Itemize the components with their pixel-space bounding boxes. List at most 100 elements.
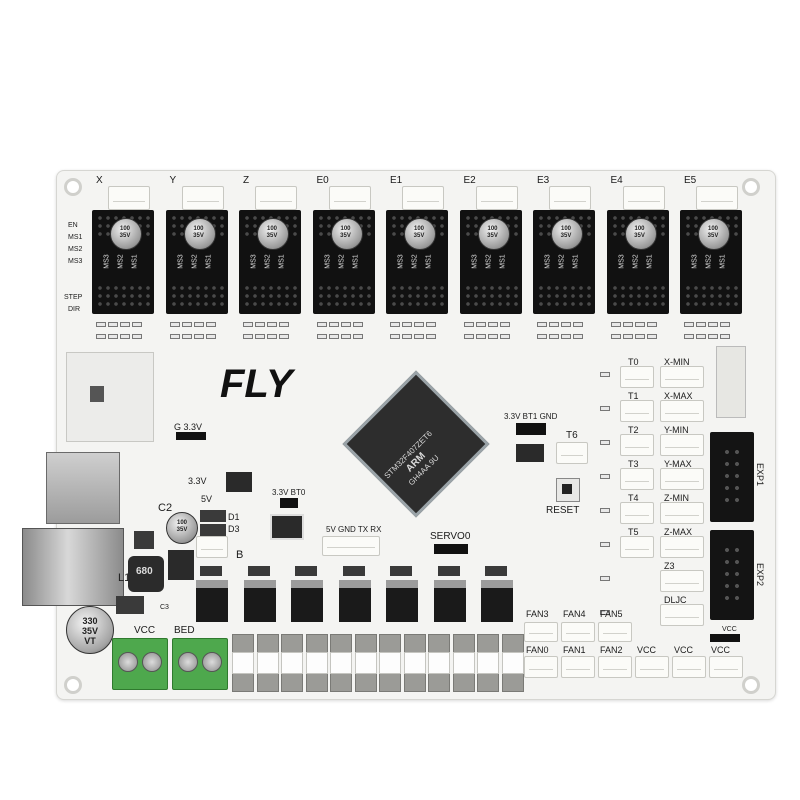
- limit-connector-1[interactable]: [660, 400, 704, 422]
- fan-bottom-label-2: FAN2: [600, 645, 623, 655]
- limit-connector-7[interactable]: [660, 604, 704, 626]
- screw-icon[interactable]: [118, 652, 138, 672]
- exp2-header[interactable]: [710, 530, 754, 620]
- terminal-clamp-5[interactable]: [354, 652, 377, 674]
- motor-connector-2[interactable]: [255, 186, 297, 210]
- endstop-connector-2[interactable]: [620, 434, 654, 456]
- mosfet-3: [338, 580, 371, 622]
- limit-connector-0[interactable]: [660, 366, 704, 388]
- terminal-clamp-3[interactable]: [305, 652, 328, 674]
- motor-connector-1[interactable]: [181, 186, 224, 210]
- fan-bottom-connector-2[interactable]: [598, 656, 632, 678]
- resistor: [600, 576, 610, 581]
- exp1-header[interactable]: [710, 432, 754, 522]
- small-inductor: [134, 531, 154, 549]
- fan-bottom-connector-1[interactable]: [561, 656, 595, 678]
- motor-connector-7[interactable]: [622, 186, 665, 210]
- driver-pin-label: MS1: [205, 254, 213, 269]
- fan-top-connector-1[interactable]: [561, 622, 595, 642]
- resistor: [390, 334, 400, 339]
- driver-capacitor-5: [477, 218, 510, 250]
- motor-connector-3[interactable]: [328, 186, 371, 210]
- driver-pin-label: MS1: [719, 254, 727, 269]
- endstop-connector-1[interactable]: [620, 400, 654, 422]
- terminal-clamp-9[interactable]: [452, 652, 475, 674]
- vcc-label: VCC: [134, 625, 156, 636]
- terminal-clamp-11[interactable]: [501, 652, 524, 674]
- g-3v3-header[interactable]: [176, 432, 206, 440]
- resistor: [414, 322, 424, 327]
- terminal-clamp-6[interactable]: [379, 652, 401, 674]
- limit-connector-3[interactable]: [660, 468, 704, 490]
- resistor: [340, 334, 351, 339]
- driver-capacitor-3: [330, 218, 363, 250]
- limit-label-3: Y-MAX: [664, 459, 692, 469]
- mounting-hole: [742, 178, 760, 196]
- terminal-clamp-1[interactable]: [256, 652, 279, 674]
- limit-connector-6[interactable]: [660, 570, 704, 592]
- resistor: [169, 322, 180, 327]
- resistor: [499, 334, 510, 339]
- screw-icon[interactable]: [142, 652, 162, 672]
- usb-port[interactable]: [22, 528, 124, 606]
- endstop-connector-4[interactable]: [620, 502, 654, 524]
- driver-pin-label: MS2: [191, 254, 199, 269]
- limit-connector-4[interactable]: [660, 502, 704, 524]
- fan-bottom-connector-0[interactable]: [524, 656, 558, 678]
- power-select-header[interactable]: [196, 536, 228, 558]
- fan-top-connector-0[interactable]: [524, 622, 558, 642]
- motor-connector-4[interactable]: [402, 186, 444, 210]
- resistor: [255, 322, 265, 327]
- resistor: [243, 334, 253, 339]
- driver-capacitor-0: [110, 218, 142, 250]
- ffc-connector[interactable]: [716, 346, 746, 418]
- fan-bottom-label-3: VCC: [637, 645, 657, 655]
- limit-connector-2[interactable]: [660, 434, 704, 456]
- bt1-jumper[interactable]: [516, 423, 546, 435]
- resistor: [622, 334, 633, 339]
- motor-connector-6[interactable]: [549, 186, 591, 210]
- fan-bottom-label-1: FAN1: [563, 645, 586, 655]
- fan-top-connector-2[interactable]: [598, 622, 632, 642]
- screw-icon[interactable]: [202, 652, 222, 672]
- motor-connector-5[interactable]: [475, 186, 518, 210]
- serial-connector[interactable]: [322, 536, 380, 556]
- driver-pin-label: MS1: [646, 254, 654, 269]
- endstop-connector-5[interactable]: [620, 536, 654, 558]
- endstop-label-3: T3: [628, 459, 639, 469]
- driver-pin-label: MS3: [177, 254, 185, 269]
- crystal: [270, 514, 304, 540]
- terminal-clamp-8[interactable]: [428, 652, 450, 674]
- screw-icon[interactable]: [178, 652, 198, 672]
- resistor: [475, 334, 486, 339]
- bt0-jumper[interactable]: [280, 498, 298, 508]
- driver-capacitor-1: [183, 218, 216, 250]
- fan-bottom-connector-5[interactable]: [709, 656, 743, 678]
- resistor: [684, 334, 694, 339]
- motor-connector-8[interactable]: [696, 186, 738, 210]
- driver-pin-label: MS2: [705, 254, 713, 269]
- vcc-select-header[interactable]: [710, 634, 740, 642]
- endstop-connector-3[interactable]: [620, 468, 654, 490]
- resistor: [549, 334, 559, 339]
- servo-header[interactable]: [434, 544, 468, 554]
- terminal-clamp-2[interactable]: [281, 652, 303, 674]
- t6-connector[interactable]: [556, 442, 588, 464]
- power-inductor: [128, 556, 164, 592]
- terminal-clamp-10[interactable]: [477, 652, 499, 674]
- fan-bottom-connector-3[interactable]: [635, 656, 669, 678]
- motor-connector-0[interactable]: [108, 186, 150, 210]
- limit-connector-5[interactable]: [660, 536, 704, 558]
- board-logo: FLY: [220, 362, 293, 406]
- fan-top-label-2: FAN5: [600, 609, 623, 619]
- endstop-connector-0[interactable]: [620, 366, 654, 388]
- terminal-clamp-7[interactable]: [403, 652, 426, 674]
- t6-label: T6: [566, 430, 578, 441]
- reset-button-cap[interactable]: [562, 484, 572, 494]
- fan-bottom-connector-4[interactable]: [672, 656, 706, 678]
- resistor: [696, 322, 706, 327]
- terminal-clamp-4[interactable]: [330, 652, 352, 674]
- resistor: [426, 334, 436, 339]
- terminal-clamp-0[interactable]: [232, 652, 254, 674]
